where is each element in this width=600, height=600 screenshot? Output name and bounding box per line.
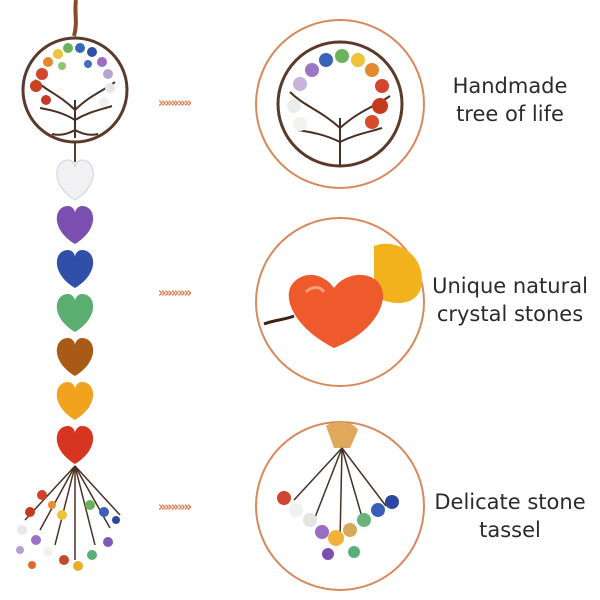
- caption-line: Handmade: [452, 74, 568, 98]
- tree-of-life-closeup: [255, 19, 425, 189]
- heart-stone-lapis: [56, 250, 94, 288]
- tassel-chips: [16, 490, 120, 571]
- arrow-indicator: »»»»»: [158, 500, 192, 515]
- feature-caption-tree: Handmade tree of life: [430, 72, 590, 128]
- tree-of-life-pendant: [21, 36, 129, 144]
- heart-stone-aventurine: [56, 294, 94, 332]
- arrow-indicator: »»»»»: [158, 96, 192, 111]
- caption-line: Unique natural: [432, 274, 588, 298]
- caption-line: crystal stones: [436, 302, 584, 326]
- feature-caption-stones: Unique natural crystal stones: [430, 272, 590, 328]
- arrow-indicator: »»»»»: [158, 286, 192, 301]
- heart-stone-tigers-eye: [56, 338, 94, 376]
- heart-stone-clear: [56, 159, 94, 201]
- caption-line: Delicate stone: [434, 490, 586, 514]
- heart-stone-amethyst: [56, 206, 94, 244]
- caption-line: tree of life: [456, 102, 564, 126]
- heart-stone-red: [56, 426, 94, 464]
- heart-stones-closeup: [255, 217, 425, 387]
- heart-stone-yellow: [56, 382, 94, 420]
- feature-caption-tassel: Delicate stone tassel: [430, 488, 590, 544]
- stone-tassel-closeup: [255, 421, 425, 591]
- caption-line: tassel: [479, 518, 541, 542]
